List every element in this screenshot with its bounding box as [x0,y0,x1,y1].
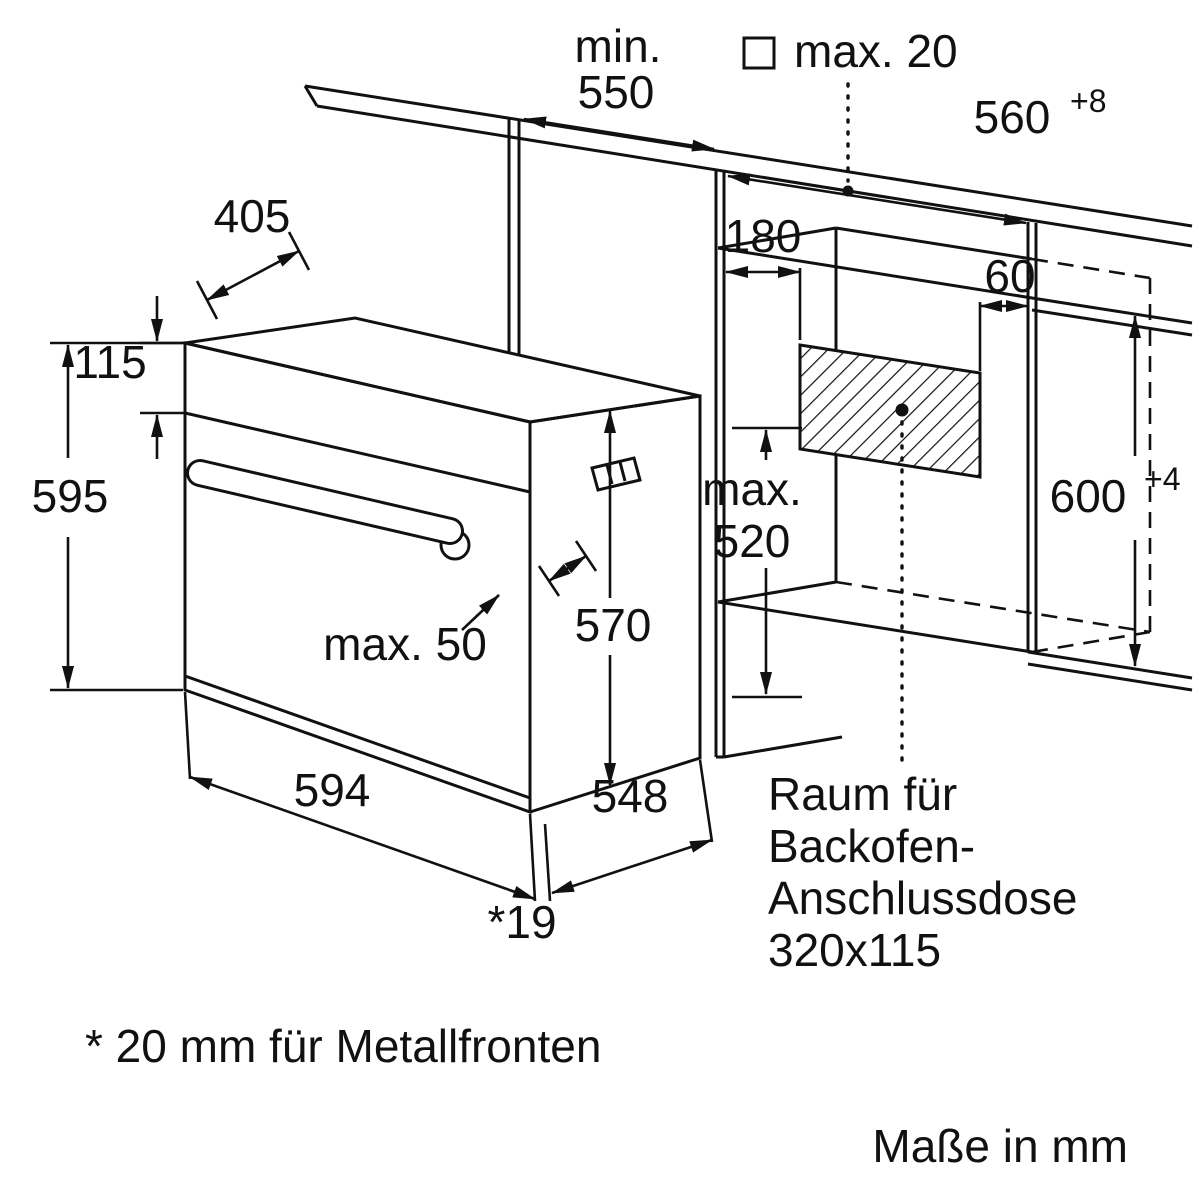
dim-ticks-405 [195,231,311,320]
cabinet-niche [303,84,1193,759]
annotation-texts: Raum für Backofen- Anschlussdose 320x115… [85,768,1128,1172]
dim-line-min550 [523,116,715,152]
leader-arrow-max50 [461,594,500,631]
dim-ext-595 [50,341,183,692]
niche-right-panel [1026,222,1038,652]
label-405: 405 [214,190,291,242]
connection-box-area [742,36,982,762]
label-max520-line1: max. [702,463,802,515]
label-min550-line2: 550 [578,66,655,118]
dimension-labels: min. 550 max. 20 560 +8 405 180 60 115 5… [32,20,1181,948]
socket-note-line2: Backofen- [768,820,975,872]
dim-line-max50 [548,554,587,583]
oven-control-panel-line [184,411,531,494]
dim-ext-115 [140,341,185,415]
label-60: 60 [984,250,1035,302]
label-min550-line1: min. [575,20,662,72]
label-560: 560 [974,91,1051,143]
socket-note-line3: Anschlussdose [768,872,1077,924]
footnote-metal-fronts: * 20 mm für Metallfronten [85,1020,601,1072]
niche-left-panel [714,170,843,759]
label-560-tolerance: +8 [1070,83,1106,119]
oven-side-vent [590,456,642,492]
niche-floor-extension [1027,650,1193,692]
connection-box-hatched-area [798,343,982,479]
socket-note-line4: 320x115 [768,924,941,976]
dimensions [50,116,1141,902]
units-note: Maße in mm [872,1120,1128,1172]
label-max20: max. 20 [794,25,958,77]
dim-ext-548 [698,759,714,843]
label-570: 570 [575,599,652,651]
niche-ceiling-lines [717,226,1033,300]
label-max50: max. 50 [323,618,487,670]
label-19: *19 [487,896,556,948]
label-594: 594 [294,764,371,816]
label-595: 595 [32,470,109,522]
worktop-front-edge-lines [507,117,521,354]
oven [183,316,702,815]
dim-line-548 [551,838,713,895]
dim-ext-594 [183,691,537,902]
niche-hidden-edges [835,257,1152,654]
dim-line-405 [206,249,300,302]
label-600: 600 [1050,470,1127,522]
label-max520-line2: 520 [714,515,791,567]
gap-square-symbol [742,36,776,70]
niche-ceiling-extension [1031,296,1193,337]
label-548: 548 [592,770,669,822]
dim-ticks-max50 [537,540,598,597]
dim-line-594 [189,775,536,901]
oven-front-face [183,341,532,815]
label-115: 115 [73,336,146,388]
dim-ticks-520 [732,426,802,699]
dim-line-560 [727,173,1027,226]
door-handle-fill [189,462,461,542]
dim-ext-19 [543,823,552,902]
connection-box-dot [895,403,909,417]
niche-floor-lines [717,580,1033,654]
socket-note-line1: Raum für [768,768,957,820]
label-180: 180 [725,210,802,262]
label-600-tolerance: +4 [1144,461,1180,497]
